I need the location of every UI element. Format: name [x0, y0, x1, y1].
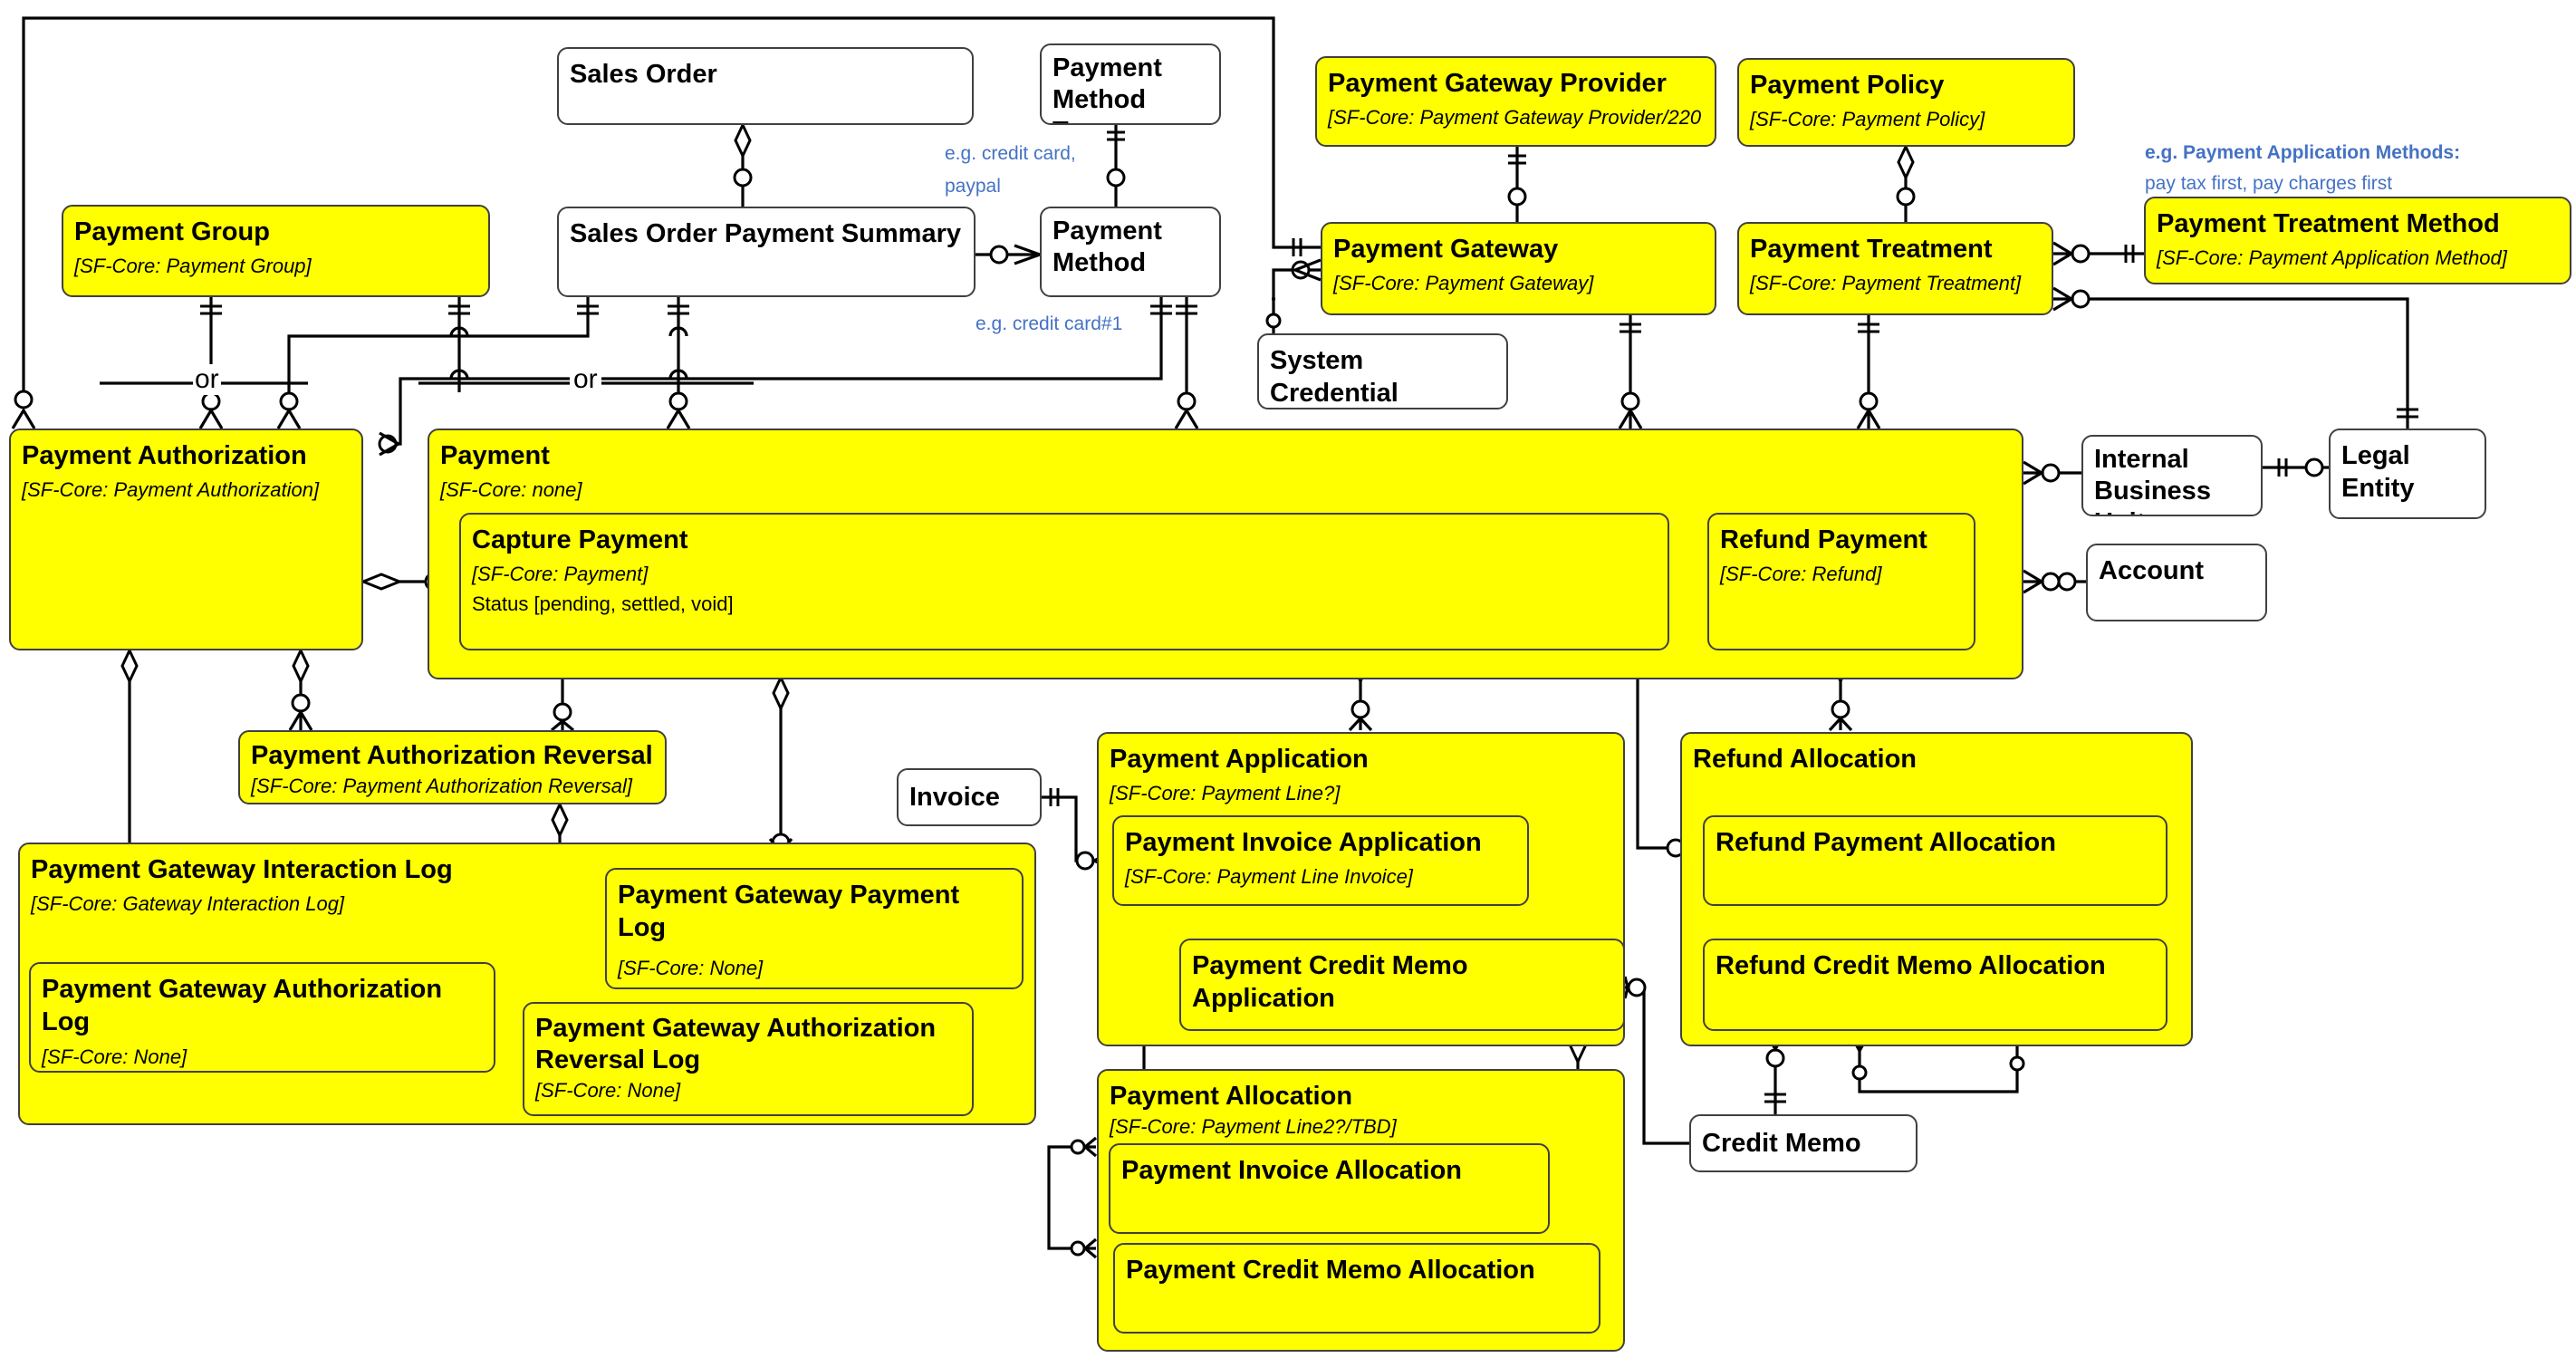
payment-application-title: Payment Application	[1110, 745, 1369, 774]
legal-entity-title: Legal Entity	[2341, 441, 2415, 504]
payment-gateway-authorization-reversal-log-title: Payment Gateway Authorization Reversal L…	[535, 1014, 937, 1074]
payment-allocation-title: Payment Allocation	[1110, 1082, 1353, 1111]
capture-payment-sf: [SF-Core: Payment]	[472, 563, 649, 586]
payment-treatment-method-title: Payment Treatment Method	[2157, 209, 2500, 238]
payment-gateway-authorization-reversal-log-sf: [SF-Core: None]	[535, 1078, 681, 1102]
refund-payment-title: Refund Payment	[1720, 525, 1927, 554]
payment-gateway-interaction-log-title: Payment Gateway Interaction Log	[31, 855, 453, 884]
payment-treatment-title: Payment Treatment	[1750, 235, 1993, 264]
payment-authorization-reversal-sf: [SF-Core: Payment Authorization Reversal…	[251, 775, 633, 798]
payment-invoice-application-title: Payment Invoice Application	[1125, 828, 1482, 857]
payment-gateway-interaction-log-sf: [SF-Core: Gateway Interaction Log]	[31, 892, 345, 916]
refund-allocation-title: Refund Allocation	[1693, 745, 1918, 774]
payment-treatment-sf: [SF-Core: Payment Treatment]	[1750, 272, 2022, 295]
payment-gateway-authorization-reversal-log-entity[interactable]: Payment Gateway Authorization Reversal L…	[523, 1002, 974, 1116]
payment-invoice-application-sf: [SF-Core: Payment Line Invoice]	[1125, 865, 1413, 889]
payment-group-sf: [SF-Core: Payment Group]	[74, 255, 312, 278]
refund-payment-sf: [SF-Core: Refund]	[1720, 563, 1882, 586]
system-credential-title: System Credential	[1270, 346, 1399, 409]
payment-treatment-method-entity[interactable]: Payment Treatment Method [SF-Core: Payme…	[2144, 197, 2571, 284]
sales-order-payment-summary-entity[interactable]: Sales Order Payment Summary	[557, 207, 976, 297]
payment-application-sf: [SF-Core: Payment Line?]	[1110, 782, 1341, 805]
annotation-app-methods-title: e.g. Payment Application Methods:	[2145, 142, 2461, 163]
sales-order-entity[interactable]: Sales Order	[557, 47, 974, 125]
payment-gateway-entity[interactable]: Payment Gateway [SF-Core: Payment Gatewa…	[1321, 222, 1716, 315]
payment-group-title: Payment Group	[74, 217, 270, 246]
refund-credit-memo-allocation-title: Refund Credit Memo Allocation	[1716, 951, 2106, 980]
annotation-app-methods-text: pay tax first, pay charges first	[2145, 172, 2393, 194]
payment-gateway-payment-log-title: Payment Gateway Payment Log	[618, 881, 960, 943]
payment-gateway-provider-sf: [SF-Core: Payment Gateway Provider/220	[1328, 106, 1702, 130]
payment-method-title: Payment Method	[1053, 217, 1162, 277]
payment-application-methods-annotation: e.g. Payment Application Methods: pay ta…	[2145, 138, 2460, 198]
payment-invoice-allocation-entity[interactable]: Payment Invoice Allocation	[1109, 1143, 1550, 1234]
payment-gateway-payment-log-sf: [SF-Core: None]	[618, 956, 764, 979]
annotation-credit-card-line1: e.g. credit card,	[945, 143, 1076, 164]
internal-business-unit-entity[interactable]: Internal Business Unit	[2081, 435, 2263, 516]
account-entity[interactable]: Account	[2086, 544, 2267, 621]
payment-credit-memo-application-title: Payment Credit Memo Application	[1192, 951, 1468, 1014]
or-label-middle: or	[570, 364, 601, 395]
payment-method-entity[interactable]: Payment Method	[1040, 207, 1221, 297]
payment-sf: [SF-Core: none]	[440, 478, 582, 502]
payment-authorization-reversal-title: Payment Authorization Reversal	[251, 741, 653, 770]
or-label-left: or	[193, 364, 221, 395]
capture-payment-status: Status [pending, settled, void]	[472, 592, 734, 615]
payment-authorization-reversal-entity[interactable]: Payment Authorization Reversal [SF-Core:…	[238, 730, 667, 804]
payment-credit-memo-allocation-title: Payment Credit Memo Allocation	[1126, 1256, 1535, 1285]
credit-memo-title: Credit Memo	[1702, 1129, 1861, 1158]
payment-credit-memo-application-entity[interactable]: Payment Credit Memo Application	[1179, 939, 1625, 1031]
payment-authorization-title: Payment Authorization	[22, 441, 307, 470]
refund-payment-allocation-entity[interactable]: Refund Payment Allocation	[1703, 815, 2167, 906]
payment-gateway-authorization-log-entity[interactable]: Payment Gateway Authorization Log [SF-Co…	[29, 962, 495, 1073]
payment-method-type-title: Payment Method Type	[1053, 53, 1162, 123]
legal-entity-entity[interactable]: Legal Entity	[2329, 429, 2486, 519]
payment-policy-entity[interactable]: Payment Policy [SF-Core: Payment Policy]	[1737, 58, 2075, 147]
payment-method-type-entity[interactable]: Payment Method Type	[1040, 43, 1221, 125]
payment-gateway-sf: [SF-Core: Payment Gateway]	[1333, 272, 1594, 295]
payment-gateway-provider-title: Payment Gateway Provider	[1328, 69, 1667, 98]
sales-order-title: Sales Order	[570, 60, 717, 89]
payment-treatment-method-sf: [SF-Core: Payment Application Method]	[2157, 246, 2507, 270]
payment-method-type-annotation: e.g. credit card, paypal	[945, 138, 1076, 202]
payment-authorization-entity[interactable]: Payment Authorization [SF-Core: Payment …	[9, 429, 363, 650]
payment-allocation-sf: [SF-Core: Payment Line2?/TBD]	[1110, 1115, 1397, 1139]
annotation-credit-card-1: e.g. credit card#1	[976, 313, 1123, 334]
payment-title: Payment	[440, 441, 550, 470]
annotation-credit-card-line2: paypal	[945, 175, 1001, 197]
payment-authorization-sf: [SF-Core: Payment Authorization]	[22, 478, 320, 502]
sales-order-payment-summary-title: Sales Order Payment Summary	[570, 219, 961, 248]
account-title: Account	[2099, 556, 2204, 585]
capture-payment-title: Capture Payment	[472, 525, 688, 554]
internal-business-unit-title: Internal Business Unit	[2094, 445, 2211, 515]
payment-group-entity[interactable]: Payment Group [SF-Core: Payment Group]	[62, 205, 490, 297]
payment-gateway-payment-log-entity[interactable]: Payment Gateway Payment Log [SF-Core: No…	[605, 868, 1024, 989]
refund-payment-entity[interactable]: Refund Payment [SF-Core: Refund]	[1707, 513, 1975, 650]
payment-treatment-entity[interactable]: Payment Treatment [SF-Core: Payment Trea…	[1737, 222, 2053, 315]
payment-gateway-provider-entity[interactable]: Payment Gateway Provider [SF-Core: Payme…	[1315, 56, 1716, 147]
payment-credit-memo-allocation-entity[interactable]: Payment Credit Memo Allocation	[1113, 1243, 1600, 1334]
capture-payment-entity[interactable]: Capture Payment [SF-Core: Payment] Statu…	[459, 513, 1669, 650]
invoice-entity[interactable]: Invoice	[897, 768, 1042, 826]
refund-payment-allocation-title: Refund Payment Allocation	[1716, 828, 2056, 857]
refund-credit-memo-allocation-entity[interactable]: Refund Credit Memo Allocation	[1703, 939, 2167, 1031]
invoice-title: Invoice	[909, 783, 1000, 812]
payment-policy-sf: [SF-Core: Payment Policy]	[1750, 108, 1985, 131]
payment-gateway-title: Payment Gateway	[1333, 235, 1559, 264]
payment-gateway-authorization-log-title: Payment Gateway Authorization Log	[42, 975, 443, 1037]
system-credential-entity[interactable]: System Credential	[1257, 333, 1508, 409]
payment-method-annotation: e.g. credit card#1	[976, 308, 1122, 341]
credit-memo-entity[interactable]: Credit Memo	[1689, 1114, 1918, 1172]
payment-invoice-application-entity[interactable]: Payment Invoice Application [SF-Core: Pa…	[1112, 815, 1529, 906]
payment-policy-title: Payment Policy	[1750, 71, 1945, 100]
payment-gateway-authorization-log-sf: [SF-Core: None]	[42, 1045, 187, 1068]
payment-invoice-allocation-title: Payment Invoice Allocation	[1121, 1156, 1463, 1185]
